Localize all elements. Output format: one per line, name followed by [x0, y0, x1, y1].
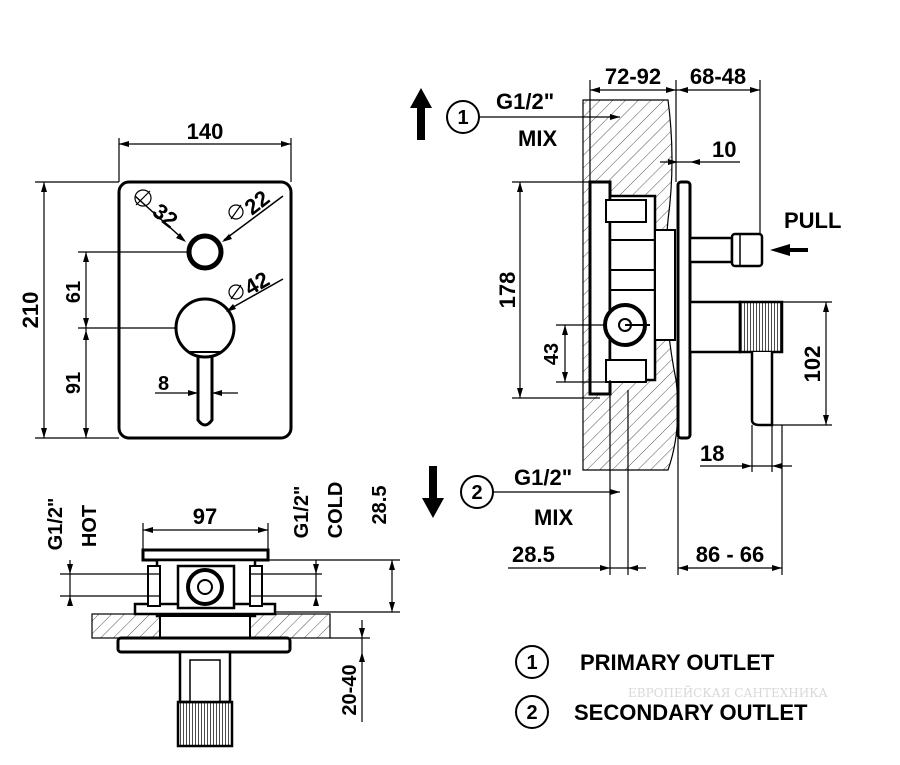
pull-knob: [730, 232, 764, 268]
legend-marker-1: [515, 645, 549, 679]
diverter-knob: [186, 233, 224, 271]
cold-label: COLD: [325, 482, 347, 539]
dia-32: 32: [148, 198, 183, 233]
dim-102: 102: [800, 346, 825, 383]
pull-label: PULL: [784, 208, 841, 233]
outlet-1-number: 1: [457, 107, 468, 129]
legend-marker-2: [515, 695, 549, 729]
legend-number-2: 2: [526, 702, 537, 724]
dim-68-48: 68-48: [690, 64, 746, 89]
dim-28-5-top: 28.5: [369, 486, 391, 525]
dim-43: 43: [541, 343, 563, 365]
arrow-down-icon: [422, 466, 444, 518]
dim-lower-91: 91: [63, 372, 85, 394]
dim-upper-61: 61: [63, 281, 85, 303]
dim-86-66: 86 - 66: [696, 542, 765, 567]
legend-primary-outlet: PRIMARY OUTLET: [580, 650, 775, 675]
legend-secondary-outlet: SECONDARY OUTLET: [574, 700, 808, 725]
dim-18: 18: [700, 441, 724, 466]
dia-22: 22: [240, 185, 275, 220]
cover-plate-top: [116, 636, 292, 654]
dim-width-140: 140: [187, 119, 224, 144]
dim-28-5-side: 28.5: [512, 542, 555, 567]
dia-42: 42: [240, 266, 274, 300]
knurled-handle: [738, 300, 784, 354]
front-plate-outline: [117, 180, 293, 440]
top-view: 97 G1/2" HOT G1/2" COLD 28.5 20-40: [45, 482, 400, 748]
side-view: PULL 72-92 68-48 10 178 43: [410, 64, 841, 575]
knurled-handle-top: [176, 700, 234, 748]
pull-arrow-icon: [770, 244, 808, 256]
built-in-box: [608, 194, 657, 382]
lever-side-handle: [750, 352, 774, 427]
hot-label: HOT: [79, 505, 101, 547]
dim-height-210: 210: [18, 292, 43, 329]
mixer-lever-handle: [196, 356, 214, 427]
cold-thread: G1/2": [291, 486, 313, 539]
dim-10: 10: [712, 137, 736, 162]
dim-lever-8: 8: [158, 373, 169, 395]
legend: 1 PRIMARY OUTLET 2 SECONDARY OUTLET: [515, 645, 808, 729]
front-view: 140 210 61 91 32 22: [18, 119, 293, 440]
dim-width-97: 97: [193, 504, 217, 529]
mixer-lever-hub: [174, 297, 236, 359]
lever-hub-side: [688, 300, 742, 354]
outlet-1-thread: G1/2": [496, 89, 554, 114]
pull-knob-stem: [688, 236, 734, 264]
outlet-2-thread: G1/2": [514, 465, 572, 490]
hot-thread: G1/2": [45, 498, 67, 551]
outlet-1-mix: MIX: [518, 126, 557, 151]
dim-20-40: 20-40: [339, 664, 361, 715]
arrow-up-icon: [410, 88, 432, 140]
cover-plate: [676, 180, 692, 440]
outlet-2-mix: MIX: [534, 505, 573, 530]
legend-number-1: 1: [526, 652, 537, 674]
dim-178: 178: [495, 272, 520, 309]
watermark: ЕВРОПЕЙСКАЯ САНТЕХНИКА: [628, 684, 828, 700]
dim-72-92: 72-92: [605, 64, 661, 89]
outlet-2-number: 2: [471, 482, 482, 504]
